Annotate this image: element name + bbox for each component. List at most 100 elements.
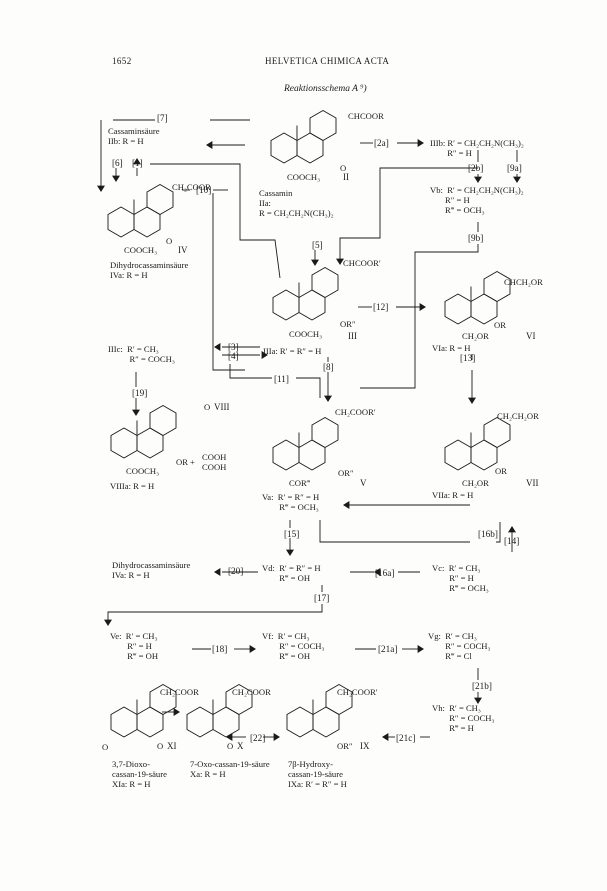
step-2a: [2a] (374, 138, 389, 148)
IV-ring-b (133, 206, 161, 238)
VII-OR: OR (495, 466, 507, 476)
V-ring-c (311, 416, 339, 449)
III-ester: COOCH₃ (289, 329, 323, 339)
arrow-4-head (261, 351, 268, 359)
III-ring-a (272, 289, 300, 321)
V-ring-a (272, 439, 300, 471)
step-12: [12] (373, 302, 389, 312)
arrow-1-head (133, 158, 141, 165)
XI-ring-a (110, 706, 138, 738)
arrow-22-head-l (226, 733, 233, 741)
II-numeral: II (343, 172, 349, 182)
VI-CH2OR: CH₂OR (462, 331, 489, 341)
arrow-16b-end (496, 522, 501, 543)
IIIc-definition: IIIc: R′ = CH₃ R″ = COCH₃ (108, 344, 175, 364)
arrow-2b-head (474, 176, 482, 183)
III-substituent: CHCOOR′ (343, 258, 381, 268)
step-3: [3] (228, 342, 239, 352)
XI-substituent: CH₂COOR (160, 687, 199, 697)
step-8: [8] (323, 362, 334, 372)
VI-substituent: CHCH₂OR (504, 277, 543, 287)
X-name: 7-Oxo-cassan-19-säure (190, 759, 270, 769)
Vg-definition: Vg: R′ = CH₃ R″ = COCH₃ R‴ = Cl (428, 631, 491, 661)
VI-numeral: VI (526, 331, 536, 341)
VIIIa-definition: VIIIa: R = H (110, 481, 155, 491)
IX-numeral: IX (360, 741, 370, 751)
VIIa-definition: VIIa: R = H (432, 490, 474, 500)
IX-substituent: CH₂COOR′ (337, 687, 378, 697)
arrow-II-IIb-head (206, 141, 213, 149)
Xa-definition: Xa: R = H (190, 769, 226, 779)
arrow-10-path (212, 193, 245, 371)
II-ketone: O (340, 163, 347, 173)
arrow-2b-path-head (336, 258, 344, 265)
scheme-title: Reaktionsschema A ⁹) (284, 84, 367, 94)
XI-name: 3,7-Dioxo- cassan-19-säure (112, 759, 167, 779)
Va-definition: Va: R′ = R″ = H R‴ = OCH₃ (262, 492, 320, 512)
arrow-12-head (419, 303, 426, 311)
step-16a: [16a] (375, 568, 395, 578)
step-1: [1] (132, 158, 143, 168)
Vh-definition: Vh: R′ = CH₃ R″ = COCH₃ R‴ = H (432, 703, 495, 733)
step-21c: [21c] (396, 733, 416, 743)
IIIb-definition: IIIb: R′ = CH₂CH₂N(CH₃)₂ R″ = H (430, 138, 524, 158)
IXa-definition: IXa: R′ = R″ = H (288, 779, 347, 789)
IX-OR: OR″ (337, 741, 353, 751)
arrow-19-head (132, 409, 140, 416)
XI-ketone-3: O (102, 742, 109, 752)
XI-numeral: XI (167, 741, 177, 751)
step-17: [17] (314, 593, 330, 603)
IV-numeral: IV (178, 245, 188, 255)
arrow-18-head (249, 645, 256, 653)
step-6: [6] (112, 158, 123, 168)
III-numeral: III (348, 331, 357, 341)
V-ring-b (298, 439, 326, 471)
arrow-1-path (150, 163, 281, 279)
VIII-ester: COOCH₃ (126, 466, 160, 476)
step-20: [20] (228, 566, 244, 576)
IV-substituent: CH₂COOR (172, 182, 211, 192)
arrow-6-head (112, 175, 120, 182)
step-16b: [16b] (478, 529, 498, 539)
arrow-21c-head (382, 733, 389, 741)
IVa-name-2: Dihydrocassaminsäure (112, 560, 191, 570)
journal-header: HELVETICA CHIMICA ACTA (265, 56, 390, 66)
VIII-numeral: VIII (214, 402, 230, 412)
IIb-name: Cassaminsäure (108, 126, 160, 136)
step-11: [11] (274, 374, 289, 384)
IVa-definition-2: IVa: R = H (112, 570, 150, 580)
step-18: [18] (212, 644, 228, 654)
III-ring-c (311, 266, 339, 299)
arrow-21a-head (417, 645, 424, 653)
VIII-ring-a (110, 427, 138, 459)
Vf-definition: Vf: R′ = CH₃ R″ = COCH₃ R‴ = OH (262, 631, 325, 661)
II-ester: COOCH₃ (287, 172, 321, 182)
arrow-11-end (296, 377, 321, 398)
II-name: Cassamin (259, 188, 293, 198)
step-15: [15] (284, 529, 300, 539)
VIII-ketone: O (204, 402, 211, 412)
II-definition: IIa: R = CH₂CH₂N(CH₃)₂ (259, 198, 334, 218)
IX-ring-b (312, 706, 340, 738)
arrow-13-head (468, 397, 476, 404)
III-ring-b (298, 289, 326, 321)
step-13: [13] (460, 353, 476, 363)
VII-CH2OR: CH₂OR (462, 478, 489, 488)
VIII-plus: + (190, 457, 195, 467)
step-2b: [2b] (468, 163, 484, 173)
step-10: [10] (196, 185, 212, 195)
X-ring-c (225, 683, 253, 716)
VII-ring-a (444, 439, 472, 471)
step-21b: [21b] (472, 681, 492, 691)
arrow-16b-head (343, 501, 350, 509)
X-substituent: CH₂COOR (232, 687, 271, 697)
arrow-17-b (107, 604, 323, 622)
IV-ketone: O (166, 236, 173, 246)
VII-substituent: CH₂CH₂OR (497, 411, 539, 421)
IVa-definition: IVa: R = H (110, 270, 148, 280)
III-OR: OR″ (340, 319, 356, 329)
VI-ring-a (444, 293, 472, 325)
VII-numeral: VII (526, 478, 539, 488)
Vd-definition: Vd: R′ = R″ = H R‴ = OH (262, 563, 321, 583)
